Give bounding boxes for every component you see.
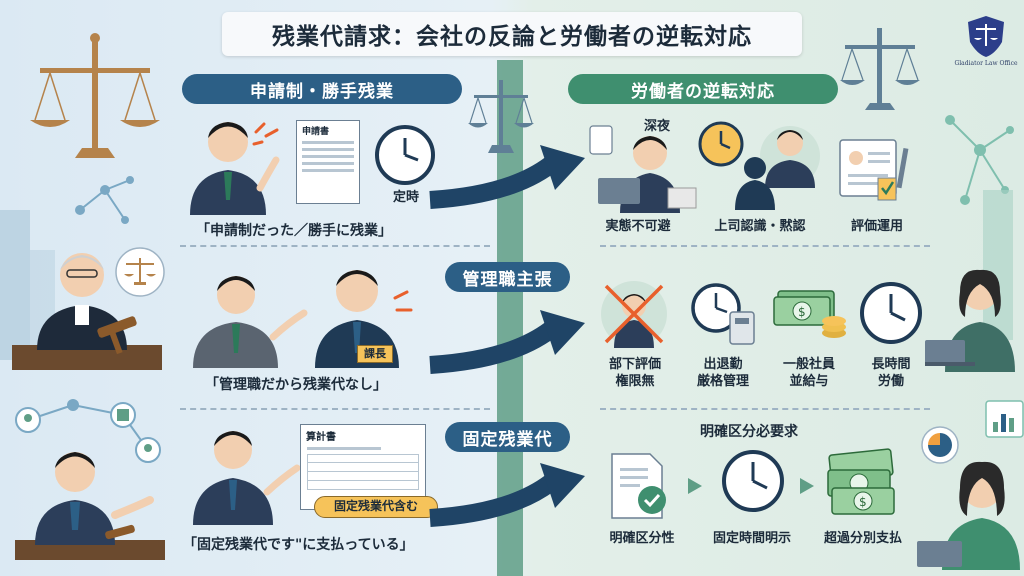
- night-label: 深夜: [643, 119, 670, 134]
- evaluation-document-icon: [839, 139, 909, 201]
- response-label-1-1: 実態不可避: [605, 219, 671, 234]
- step-arrow-2: [800, 478, 814, 494]
- arrow-right-1: [429, 145, 585, 209]
- section1-claim-caption: 「申請制だった／勝手に残業」: [196, 223, 392, 239]
- calculation-sheet-document: 算計書: [300, 424, 426, 510]
- step-arrow-1: [688, 478, 702, 494]
- section-divider-right-2: [600, 408, 930, 410]
- network-nodes-left: [75, 176, 134, 224]
- clock-icon-regular-hours: [375, 125, 435, 185]
- cash-bills-icon: $: [827, 448, 895, 515]
- section2-pill: 管理職主張: [445, 262, 570, 292]
- section-divider-right-1: [600, 245, 930, 247]
- response-label-3-3: 超過分別支払: [823, 531, 902, 546]
- svg-text:$: $: [859, 495, 867, 509]
- response-label-2-2: 出退勤 厳格管理: [686, 356, 760, 390]
- employer-pointing-figure-3: [193, 431, 301, 525]
- application-form-document: 申請書: [296, 120, 360, 204]
- logo-text: Gladiator Law Office: [954, 60, 1018, 67]
- response-label-2-3: 一般社員 並給与: [772, 356, 846, 390]
- document-check-icon: [611, 453, 666, 519]
- svg-text:$: $: [798, 305, 806, 319]
- clock-icon-fixed-hours: [722, 450, 784, 512]
- network-icons-bottom-left: [15, 399, 161, 463]
- response-text-2-1: 部下評価 権限無: [608, 357, 661, 389]
- regular-hours-label: 定時: [392, 190, 419, 205]
- response-text-2-3: 一般社員 並給与: [782, 357, 835, 389]
- city-skyline-right: [983, 190, 1013, 340]
- cash-coins-icon: $: [773, 290, 846, 338]
- response-label-3-2: 固定時間明示: [712, 531, 791, 546]
- pie-chart-bubble-icon: [921, 426, 959, 464]
- section-divider-left-2: [180, 408, 490, 410]
- speech-bubble-scales-icon: [115, 247, 165, 297]
- scales-of-justice-icon-right: [840, 28, 920, 110]
- network-nodes-right: [945, 115, 1014, 205]
- arrow-right-2: [429, 310, 585, 374]
- manager-badge: 課長: [357, 345, 393, 363]
- employer-pointing-figure-1: [190, 122, 280, 215]
- response-label-1-3: 評価運用: [850, 219, 903, 234]
- clock-timecard-icon: [691, 283, 755, 345]
- chart-board-icon: [985, 400, 1024, 438]
- subordinate-review-crossed-icon: [601, 281, 667, 348]
- left-section-header: 申請制・勝手残業: [182, 74, 462, 104]
- fixed-overtime-included-tag: 固定残業代含む: [314, 496, 438, 518]
- city-skyline-left: [0, 210, 55, 360]
- response-text-2-4: 長時間 労働: [871, 357, 911, 389]
- scales-icon-center: [468, 80, 534, 153]
- arrow-right-3: [429, 463, 585, 527]
- page-title: 残業代請求：会社の反論と労働者の逆転対応: [222, 12, 802, 56]
- response-label-2-4: 長時間 労働: [856, 356, 926, 390]
- calculation-sheet-title: 算計書: [306, 432, 336, 443]
- section-divider-left-1: [180, 245, 490, 247]
- alert-marks-icon: [252, 122, 279, 146]
- clock-icon-night: [698, 121, 744, 167]
- shield-scales-icon: [968, 16, 1004, 57]
- application-form-title: 申請書: [302, 127, 330, 137]
- lawyer-figure: [15, 452, 165, 560]
- stressed-worker-night-figure: [589, 125, 697, 213]
- right-section-header: 労働者の逆転対応: [568, 74, 838, 104]
- worker-woman-laptop-figure: [925, 269, 1015, 372]
- law-office-logo: Gladiator Law Office: [951, 14, 1021, 80]
- section2-claim-caption: 「管理職だから残業代なし」: [205, 377, 387, 393]
- section3-pill: 固定残業代: [445, 422, 570, 452]
- employer-pointing-figure-2: [193, 276, 308, 368]
- response-label-2-1: 部下評価 権限無: [598, 356, 672, 390]
- clock-icon-long-hours: [860, 282, 922, 344]
- response-label-1-2: 上司認識・黙認: [714, 219, 806, 234]
- response-label-3-1: 明確区分性: [609, 531, 675, 546]
- response-text-2-2: 出退勤 厳格管理: [696, 357, 749, 389]
- requirement-label: 明確区分必要求: [700, 424, 798, 440]
- worker-woman-bottom-figure: [917, 461, 1020, 570]
- section3-claim-caption: 「固定残業代です"に支払っている」: [183, 537, 414, 553]
- supervisor-watching-figure: [735, 126, 820, 210]
- scales-of-justice-icon-left: [30, 33, 160, 158]
- judge-figure: [12, 253, 162, 370]
